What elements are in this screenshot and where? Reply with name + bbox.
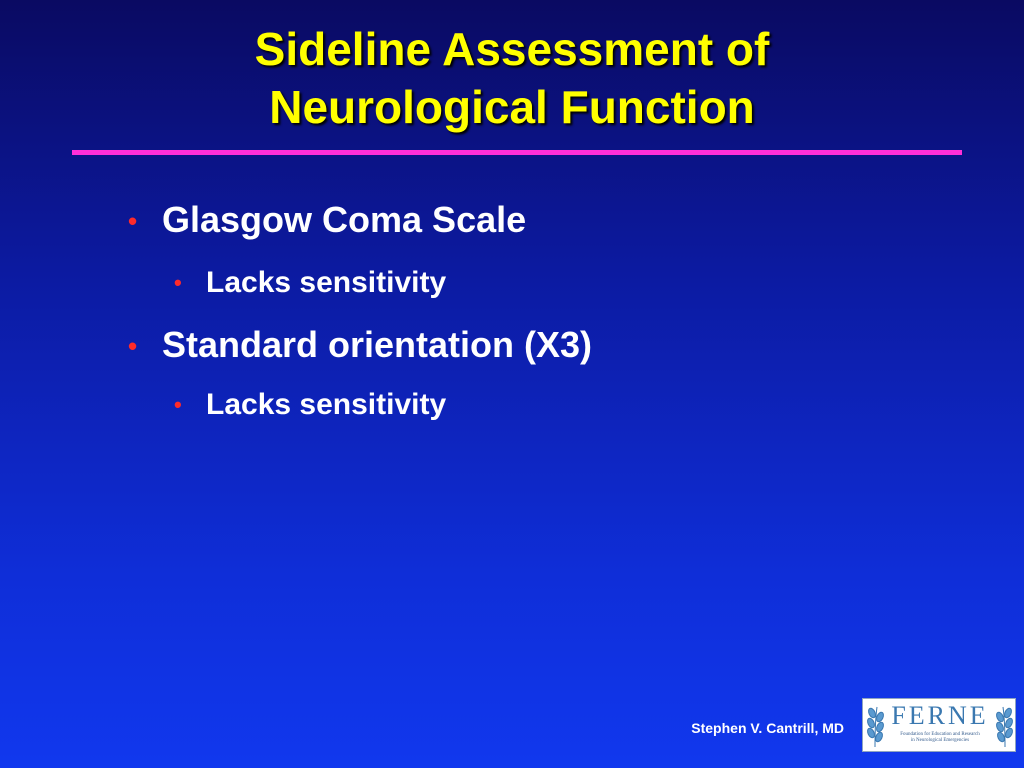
sub-bullet-item: • Lacks sensitivity — [174, 265, 447, 301]
bullet-item: • Standard orientation (X3) — [128, 323, 593, 367]
title-divider — [72, 150, 962, 155]
logo-wordmark: FERNE — [891, 701, 989, 730]
logo-subtitle-line-1: Foundation for Education and Research — [900, 732, 980, 737]
sub-bullet-dot-icon: • — [174, 392, 182, 417]
wheat-sprig-icon-right — [996, 706, 1013, 748]
footer-author: Stephen V. Cantrill, MD — [691, 720, 844, 736]
logo-graphic — [867, 706, 1013, 748]
bullet-item: • Glasgow Coma Scale — [128, 198, 527, 242]
title-line-2: Neurological Function — [269, 81, 755, 133]
ferne-logo: FERNE Foundation for Education and Resea… — [862, 698, 1016, 752]
sub-bullet-dot-icon: • — [174, 270, 182, 295]
title-line-1: Sideline Assessment of — [254, 23, 770, 75]
logo-subtitle: Foundation for Education and Research in… — [885, 732, 995, 744]
bullet-text: Standard orientation (X3) — [162, 324, 593, 365]
sub-bullet-text: Lacks sensitivity — [206, 388, 447, 421]
sub-bullet-item: • Lacks sensitivity — [174, 387, 447, 423]
slide-title: Sideline Assessment of Neurological Func… — [0, 20, 1024, 136]
bullet-dot-icon: • — [128, 206, 138, 236]
bullet-dot-icon: • — [128, 331, 138, 361]
bullet-text: Glasgow Coma Scale — [162, 199, 527, 240]
wheat-sprig-icon-left — [867, 706, 884, 748]
sub-bullet-text: Lacks sensitivity — [206, 266, 447, 299]
logo-subtitle-line-2: in Neurological Emergencies — [910, 738, 970, 743]
